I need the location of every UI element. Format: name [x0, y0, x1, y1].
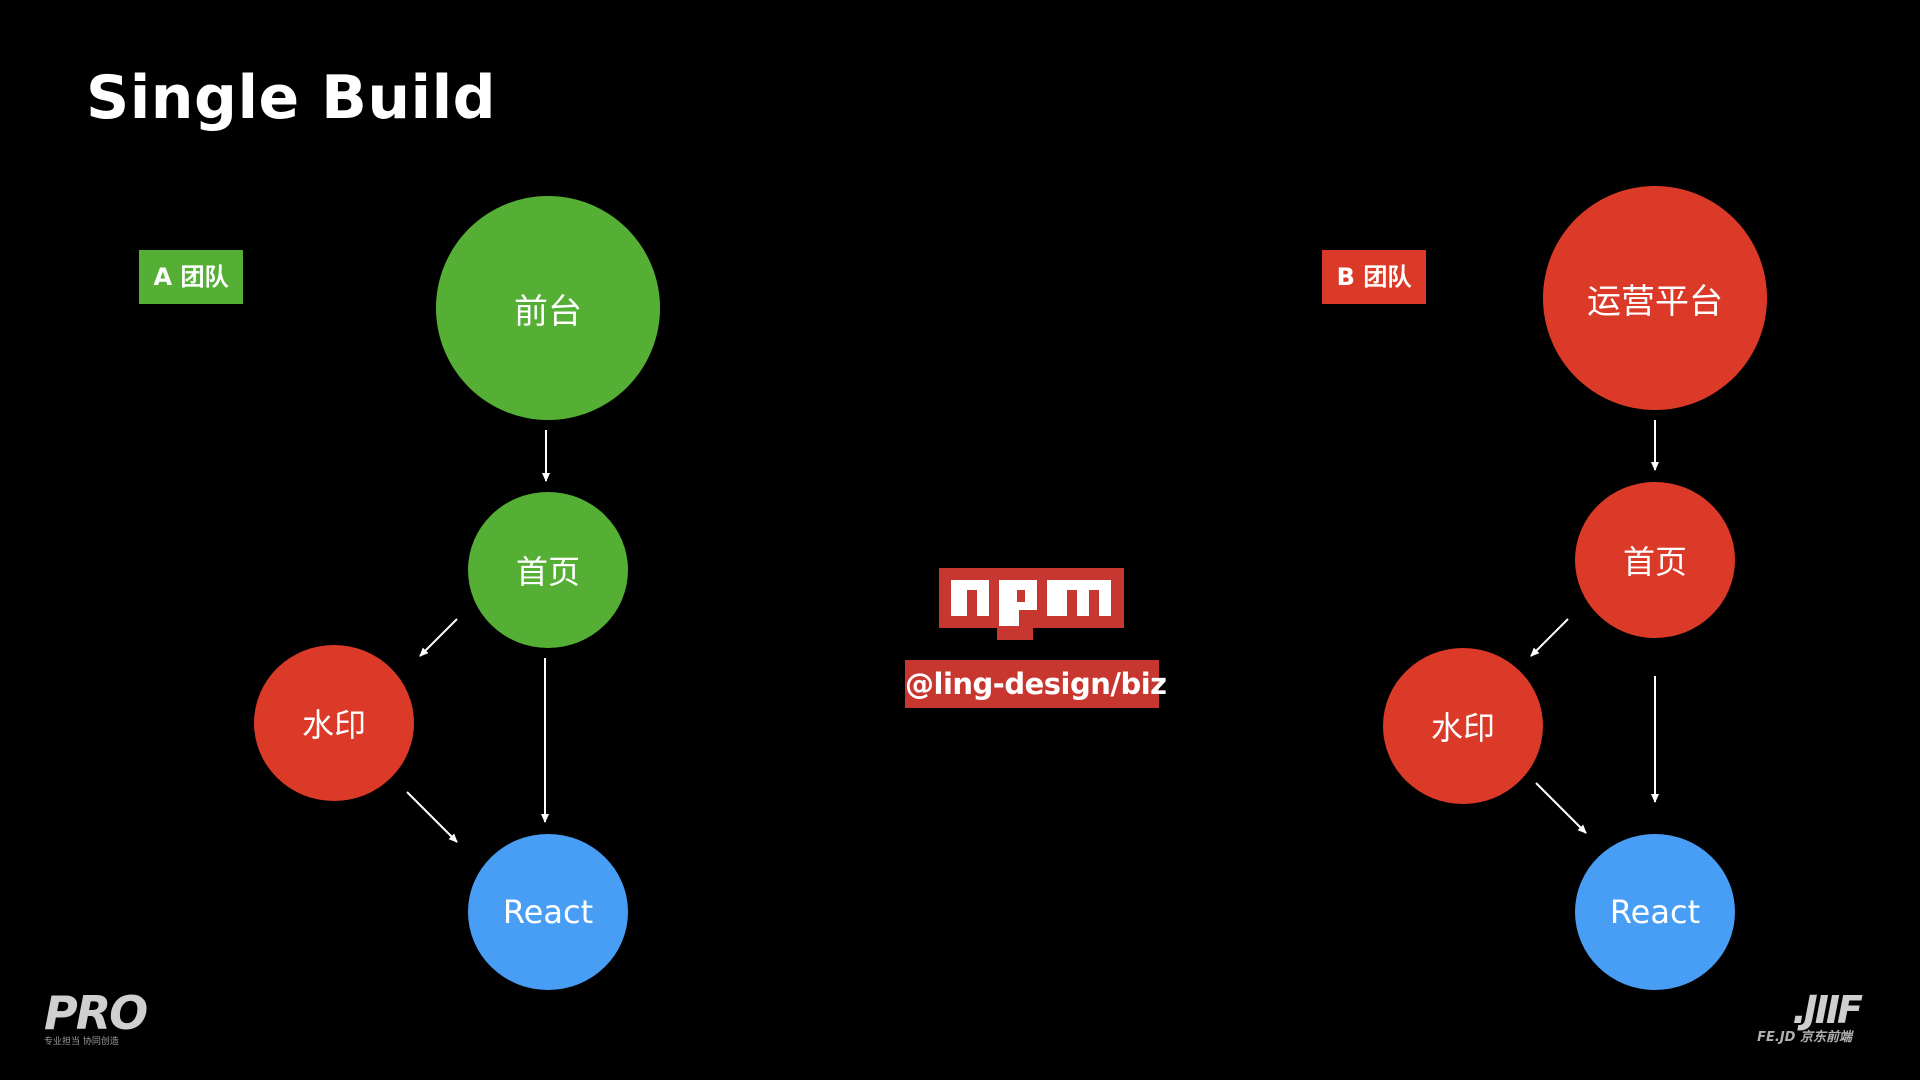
team-b-badge: B 团队: [1322, 250, 1426, 304]
npm-logo-icon: [939, 568, 1124, 640]
jdfe-logo-text: .JIIF: [1792, 988, 1863, 1032]
team-a-home-node: 首页: [468, 492, 628, 648]
jdfe-logo: .JIIF FE.JD 京东前端: [1726, 990, 1866, 1050]
team-a-react-node: React: [468, 834, 628, 990]
edge-b-watermark-to-react: [1535, 782, 1587, 834]
edge-a-home-to-watermark: [419, 618, 458, 657]
pro-logo: PRO 专业担当 协同创造: [44, 986, 148, 1050]
npm-logo-tail: [997, 624, 1033, 640]
team-a-watermark-node: 水印: [254, 645, 414, 801]
pro-logo-text: PRO: [44, 986, 148, 1040]
package-name-badge: @ling-design/biz: [905, 660, 1167, 708]
edge-b-home-to-watermark: [1530, 618, 1569, 657]
page-title: Single Build: [86, 63, 497, 133]
team-b-app-node: 运营平台: [1543, 186, 1767, 410]
team-b-home-node: 首页: [1575, 482, 1735, 638]
jdfe-logo-caption: FE.JD 京东前端: [1757, 1030, 1852, 1045]
team-b-react-node: React: [1575, 834, 1735, 990]
team-b-watermark-node: 水印: [1383, 648, 1543, 804]
pro-logo-caption: 专业担当 协同创造: [44, 1037, 119, 1047]
team-a-badge: A 团队: [139, 250, 243, 304]
edge-a-watermark-to-react: [406, 791, 458, 843]
team-a-app-node: 前台: [436, 196, 660, 420]
